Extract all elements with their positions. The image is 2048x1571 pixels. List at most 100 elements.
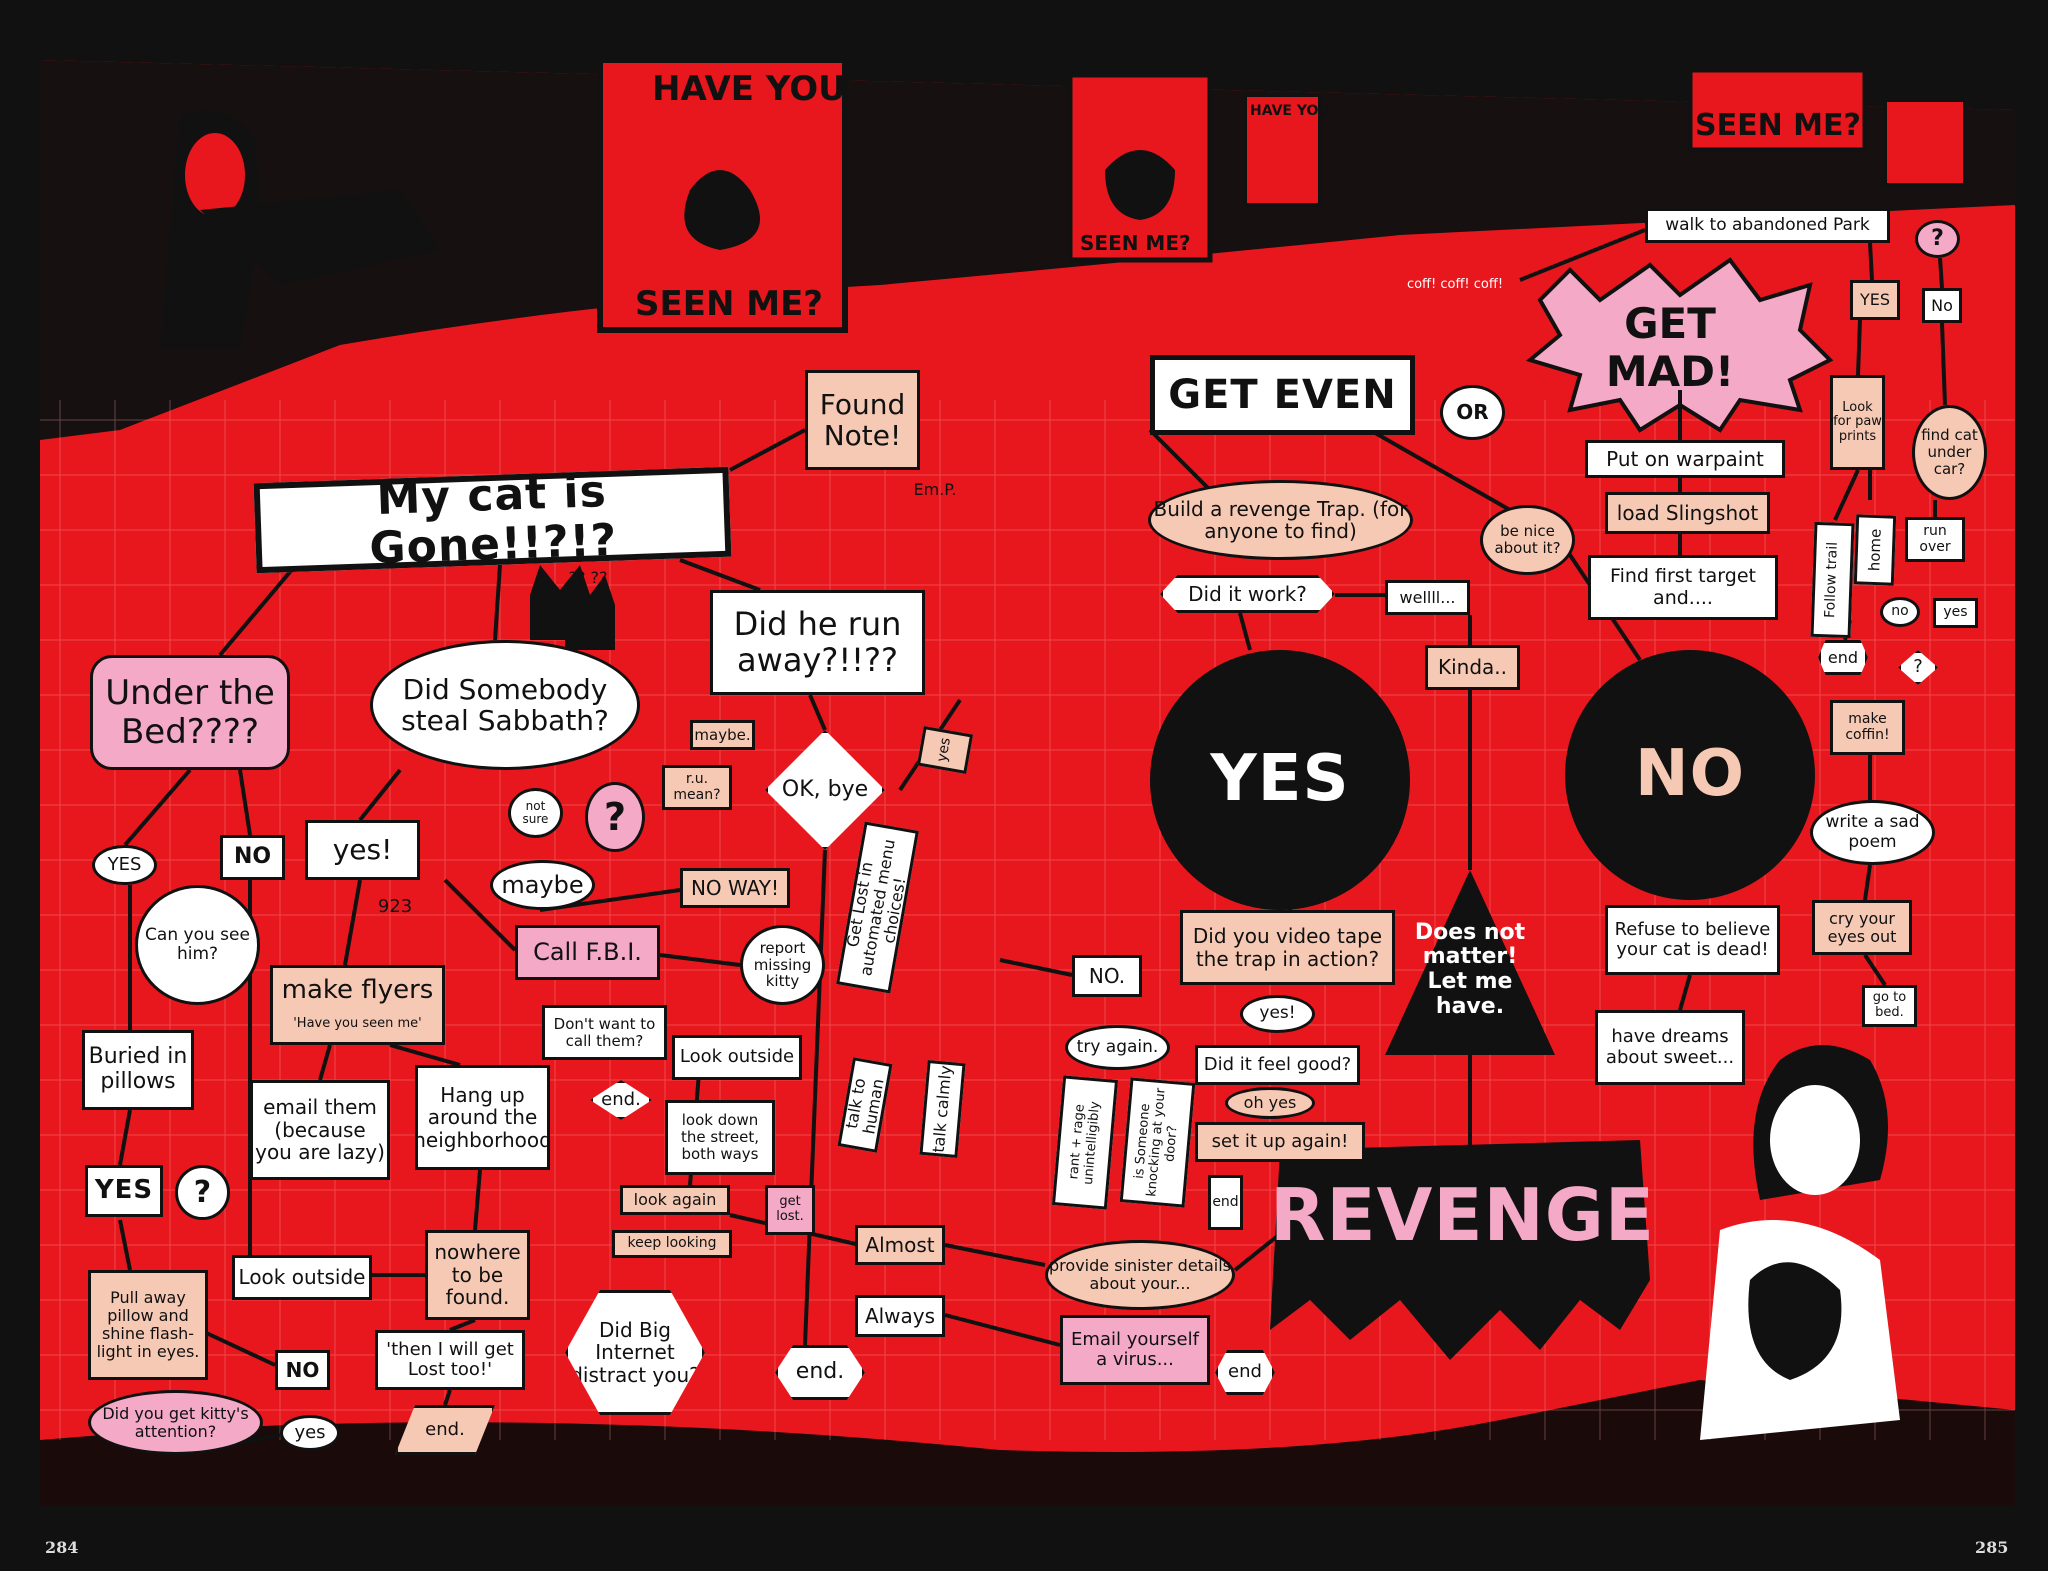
- refuse-believe-node: Refuse to believe your cat is dead!: [1605, 905, 1780, 975]
- arrow-51: [1833, 469, 1860, 521]
- revenge-banner: [1270, 1140, 1650, 1360]
- kinda-node: Kinda..: [1425, 645, 1520, 690]
- no-node-4: No: [1922, 288, 1962, 323]
- yes-circle-bg: [1150, 650, 1410, 910]
- arrow-5: [238, 769, 252, 836]
- run-away-node: Did he run away?!!??: [710, 590, 925, 695]
- wellll-node: wellll...: [1385, 580, 1470, 615]
- cat-silhouettes: [530, 565, 615, 650]
- rant-rage-node: rant + rage unintelligibly: [1051, 1075, 1119, 1210]
- end-node-6: end: [1818, 640, 1868, 675]
- arrow-16: [808, 694, 827, 731]
- get-lost-node: get lost.: [765, 1185, 815, 1235]
- under-car-node: find cat under car?: [1912, 405, 1987, 500]
- arrow-21: [449, 1318, 476, 1332]
- yes-node-4: yes!: [1240, 995, 1315, 1033]
- arrow-1: [493, 564, 502, 641]
- no-circle-bg: [1565, 650, 1815, 900]
- arrow-50: [1940, 322, 1947, 406]
- arrow-3: [679, 558, 761, 592]
- arrow-25: [944, 1243, 1046, 1267]
- always-node: Always: [855, 1295, 945, 1337]
- arrow-2: [218, 558, 302, 657]
- slingshot-node: load Slingshot: [1605, 492, 1770, 534]
- does-not-matter-node: Does not matter! Let me have.: [1414, 919, 1526, 1019]
- yes-node-3: yes: [916, 725, 974, 775]
- arrow-22: [443, 1389, 452, 1406]
- look-down-street-node: look down the street, both ways: [665, 1100, 775, 1175]
- paw-prints-node: Look for paw prints: [1830, 375, 1885, 470]
- poster-2: [1067, 72, 1213, 263]
- email-them-node: email them (because you are lazy): [250, 1080, 390, 1180]
- get-lost-too-node: 'then I will get Lost too!': [375, 1330, 525, 1390]
- poster-1-bottom: SEEN ME?: [635, 284, 823, 324]
- arrow-56: [1863, 864, 1872, 901]
- no-node-3: NO.: [1072, 955, 1142, 997]
- look-outside-node-1: Look outside: [232, 1255, 372, 1300]
- arrow-18: [318, 1044, 332, 1081]
- flyer-subtitle: 'Have you seen me': [293, 1016, 422, 1031]
- arrow-10: [199, 1328, 276, 1367]
- buried-pillows-node: Buried in pillows: [82, 1030, 194, 1110]
- black-triangle: [1385, 870, 1555, 1055]
- or-node: OR: [1440, 385, 1505, 440]
- arrow-12: [358, 768, 402, 822]
- arrow-29: [803, 849, 827, 1346]
- under-bed-node: Under the Bed????: [90, 655, 290, 770]
- maybe-node: maybe: [490, 860, 595, 910]
- feel-good-node: Did it feel good?: [1195, 1045, 1360, 1085]
- pull-pillow-node: Pull away pillow and shine flash-light i…: [88, 1270, 208, 1380]
- arrow-8: [118, 1109, 132, 1166]
- get-mad-node: GET MAD!: [1605, 299, 1735, 396]
- maybe-node-2: maybe.: [690, 720, 755, 750]
- arrow-45: [1678, 974, 1692, 1011]
- poster-4-text: SEEN ME?: [1695, 108, 1861, 143]
- arrow-4: [123, 768, 192, 847]
- knocking-node: is Someone knocking at your door?: [1119, 1077, 1196, 1208]
- girl-with-cat-figure: [1700, 1045, 1900, 1440]
- arrow-0: [729, 428, 806, 472]
- get-even-node: GET EVEN: [1150, 355, 1415, 435]
- yes-node-5: YES: [1850, 280, 1900, 320]
- cry-eyes-node: cry your eyes out: [1812, 900, 1912, 955]
- found-note-node: Found Note!: [805, 370, 920, 470]
- arrow-57: [1863, 953, 1887, 987]
- yes-node-2: yes: [280, 1415, 340, 1451]
- question-node-2: ?: [585, 782, 645, 852]
- yes-node-6: yes: [1933, 598, 1978, 628]
- arrow-19: [389, 1043, 461, 1067]
- look-again-node: look again: [620, 1185, 730, 1215]
- yes-node-1: YES: [92, 845, 157, 885]
- yes-big-circle-text: YES: [1210, 742, 1350, 817]
- revenge-trap-node: Build a revenge Trap. (for anyone to fin…: [1148, 480, 1413, 560]
- warpaint-node: Put on warpaint: [1585, 440, 1785, 478]
- cough-text: coff! coff! coff!: [1406, 276, 1504, 292]
- poster-2-bottom: SEEN ME?: [1080, 231, 1191, 255]
- yes-excl-node: yes!: [305, 820, 420, 880]
- kitty-attention-node: Did you get kitty's attention?: [88, 1390, 263, 1455]
- try-again-node: try again.: [1065, 1025, 1170, 1070]
- arrow-26: [944, 1313, 1061, 1347]
- almost-node: Almost: [855, 1225, 945, 1265]
- dont-want-node: Don't want to call them?: [542, 1005, 667, 1060]
- did-it-work-node: Did it work?: [1160, 575, 1335, 613]
- get-mad-burst: [1525, 257, 1834, 433]
- arrow-47: [1868, 242, 1874, 281]
- number-923: 923: [377, 896, 413, 918]
- set-it-up-node: set it up again!: [1195, 1122, 1365, 1162]
- arrow-9: [118, 1219, 132, 1271]
- page-number-left: 284: [45, 1538, 79, 1557]
- make-coffin-node: make coffin!: [1830, 700, 1905, 755]
- steal-sabbath-node: Did Somebody steal Sabbath?: [370, 640, 640, 770]
- abandoned-park-node: walk to abandoned Park: [1645, 208, 1890, 243]
- first-target-node: Find first target and....: [1588, 555, 1778, 620]
- arrow-58: [1519, 228, 1646, 282]
- follow-trail-node: Follow trail: [1810, 521, 1855, 639]
- home-node: home: [1853, 514, 1897, 586]
- poster-3: [1243, 93, 1322, 207]
- nowhere-found-node: nowhere to be found.: [425, 1230, 530, 1320]
- no-big-circle-text: NO: [1635, 737, 1745, 812]
- be-nice-node: be nice about it?: [1480, 505, 1575, 575]
- arrow-14: [443, 878, 517, 952]
